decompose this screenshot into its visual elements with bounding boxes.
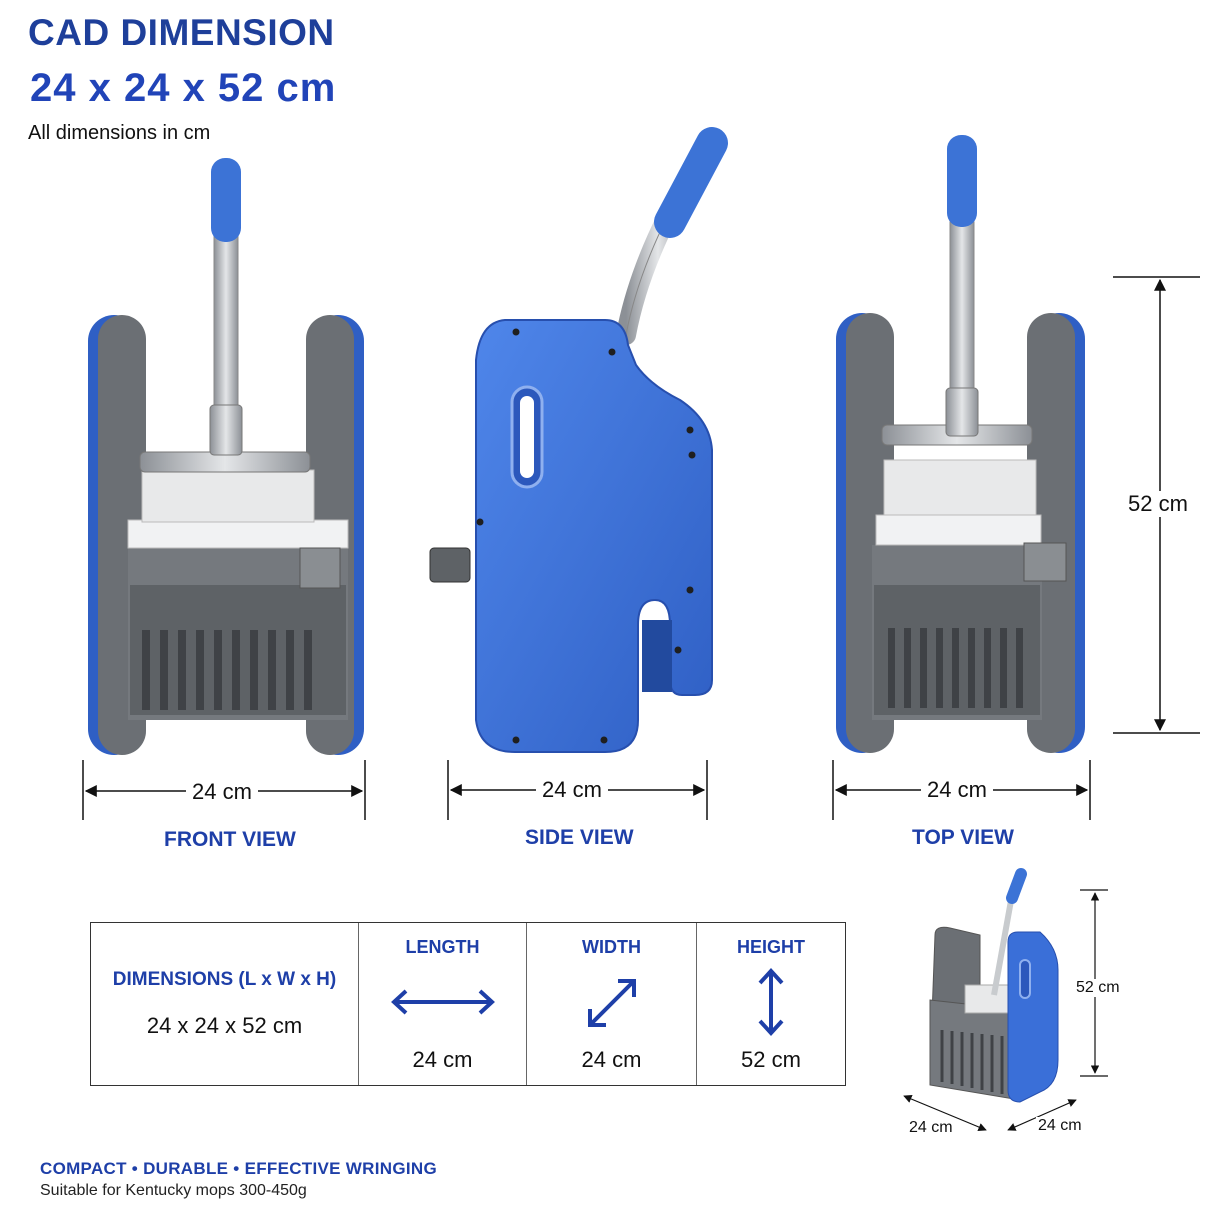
width-label: WIDTH: [582, 937, 641, 957]
vertical-arrow-icon: [758, 968, 784, 1036]
dimension-subtitle: 24 x 24 x 52 cm: [30, 66, 337, 110]
dimensions-table: DIMENSIONS (L x W x H) 24 x 24 x 52 cm L…: [90, 922, 846, 1086]
side-width-label: 24 cm: [536, 777, 608, 803]
diagonal-arrow-icon: [587, 979, 636, 1027]
length-cell: LENGTH 24 cm: [359, 923, 527, 1085]
height-label: 52 cm: [1122, 491, 1194, 517]
side-view-drawing: [429, 127, 728, 753]
product-tagline: COMPACT • DURABLE • EFFECTIVE WRINGING: [40, 1159, 437, 1178]
side-view-label: SIDE VIEW: [525, 826, 634, 849]
top-width-label: 24 cm: [921, 777, 993, 803]
height-value: 52 cm: [741, 1047, 801, 1072]
front-width-label: 24 cm: [186, 779, 258, 805]
cad-views-illustration: [82, 127, 1200, 820]
width-value: 24 cm: [581, 1047, 642, 1072]
iso-height-label: 52 cm: [1074, 979, 1122, 997]
dimensions-value: 24 x 24 x 52 cm: [146, 1013, 303, 1038]
top-view-drawing: [836, 135, 1085, 753]
length-value: 24 cm: [412, 1047, 473, 1072]
front-view-label: FRONT VIEW: [164, 828, 296, 851]
isometric-view-drawing: [903, 868, 1108, 1131]
suitability-note: Suitable for Kentucky mops 300-450g: [40, 1182, 307, 1199]
iso-width-label: 24 cm: [1036, 1117, 1084, 1135]
height-label-head: HEIGHT: [736, 937, 805, 957]
dimensions-title: DIMENSIONS (L x W x H): [112, 969, 337, 990]
page-title: CAD DIMENSION: [28, 12, 335, 53]
iso-length-label: 24 cm: [907, 1119, 955, 1137]
dimensions-cell: DIMENSIONS (L x W x H) 24 x 24 x 52 cm: [91, 923, 359, 1085]
horizontal-arrow-icon: [390, 989, 495, 1015]
front-view-drawing: [88, 158, 364, 755]
units-note: All dimensions in cm: [28, 122, 211, 144]
top-view-label: TOP VIEW: [912, 826, 1014, 849]
length-label: LENGTH: [405, 937, 480, 957]
width-cell: WIDTH 24 cm: [527, 923, 697, 1085]
height-cell: HEIGHT 52 cm: [697, 923, 845, 1085]
